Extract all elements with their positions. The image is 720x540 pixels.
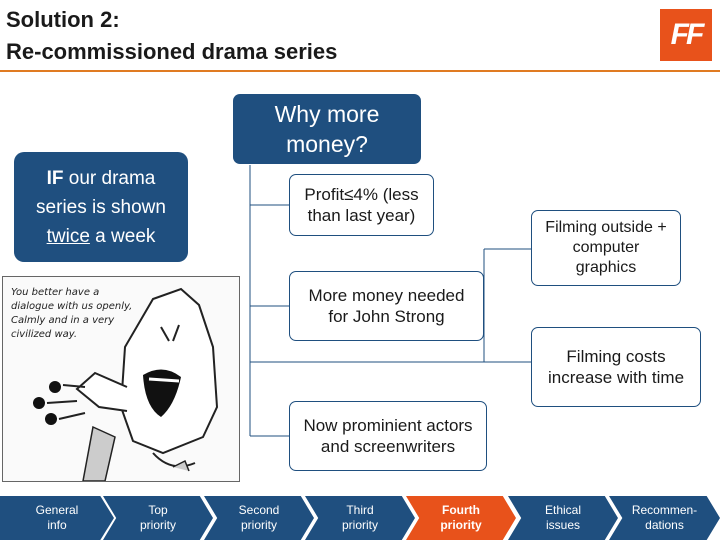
nav-second-line1: Second	[238, 503, 280, 517]
cartoon-caption-2: dialogue with us openly,	[11, 301, 132, 312]
nav-general-line2: info	[47, 518, 67, 532]
if-underline: twice	[46, 225, 90, 247]
branch-profit: Profit≤4% (less than last year)	[289, 174, 434, 236]
title-divider	[0, 70, 720, 72]
nav-recommendations-line2: dations	[645, 518, 684, 532]
branch-actors: Now prominient actors and screenwriters	[289, 401, 487, 471]
nav-ethical-line1: Ethical	[544, 503, 582, 517]
nav-second-line2: priority	[240, 518, 277, 532]
cartoon-caption-3: Calmly and in a very	[11, 315, 115, 326]
sub-costs-line1: Filming costs	[566, 347, 666, 366]
cartoon-image: You better have a dialogue with us openl…	[2, 276, 240, 482]
sub-branch-filming-outside: Filming outside + computer graphics	[531, 210, 681, 286]
slide-title-line1: Solution 2:	[6, 7, 120, 32]
sub-outside-line2: computer	[572, 239, 640, 256]
sub-branch-filming-costs: Filming costs increase with time	[531, 327, 701, 407]
nav-third-line2: priority	[341, 518, 378, 532]
nav-ethical-line2: issues	[545, 518, 580, 532]
slide-title-line2: Re-commissioned drama series	[6, 39, 338, 64]
company-logo: FF	[660, 9, 712, 61]
sub-outside-line3: graphics	[575, 259, 637, 276]
cartoon-drawing: You better have a dialogue with us openl…	[11, 287, 219, 482]
if-bold: IF	[46, 167, 64, 189]
branch-profit-line2: than last year)	[307, 206, 416, 225]
nav-general-line1: General	[35, 503, 79, 517]
if-text1: our drama	[63, 167, 156, 189]
cartoon-caption-1: You better have a	[11, 287, 99, 298]
branch-john-strong: More money needed for John Strong	[289, 271, 484, 341]
cartoon-caption-4: civilized way.	[11, 329, 77, 340]
branch-profit-line1: Profit≤4% (less	[304, 185, 419, 204]
root-line2: money?	[286, 131, 368, 157]
nav-recommendations-line1: Recommen-	[631, 503, 698, 517]
if-condition-box: IF our drama series is shown twice a wee…	[14, 152, 188, 262]
nav-top-line1: Top	[148, 503, 168, 517]
logo-text: FF	[670, 18, 705, 51]
nav-top-line2: priority	[139, 518, 176, 532]
nav-fourth-line1: Fourth	[442, 503, 480, 517]
why-more-money-box: Why more money?	[233, 94, 421, 164]
sub-costs-line2: increase with time	[547, 368, 685, 387]
slide-title: Solution 2: Re-commissioned drama series	[6, 4, 337, 68]
branch-actors-line1: Now prominient actors	[303, 416, 473, 435]
nav-third-line1: Third	[346, 503, 374, 517]
branch-john-line1: More money needed	[308, 286, 465, 305]
branch-john-line2: for John Strong	[328, 307, 445, 326]
nav-fourth-line2: priority	[440, 518, 482, 532]
branch-actors-line2: and screenwriters	[320, 437, 456, 456]
if-text3: a week	[89, 225, 156, 247]
sub-outside-line1: Filming outside +	[545, 219, 667, 236]
nav-recommendations[interactable]: Recommen-dations	[609, 496, 720, 540]
root-line1: Why more	[274, 101, 380, 127]
if-text2: series is shown	[36, 196, 166, 218]
